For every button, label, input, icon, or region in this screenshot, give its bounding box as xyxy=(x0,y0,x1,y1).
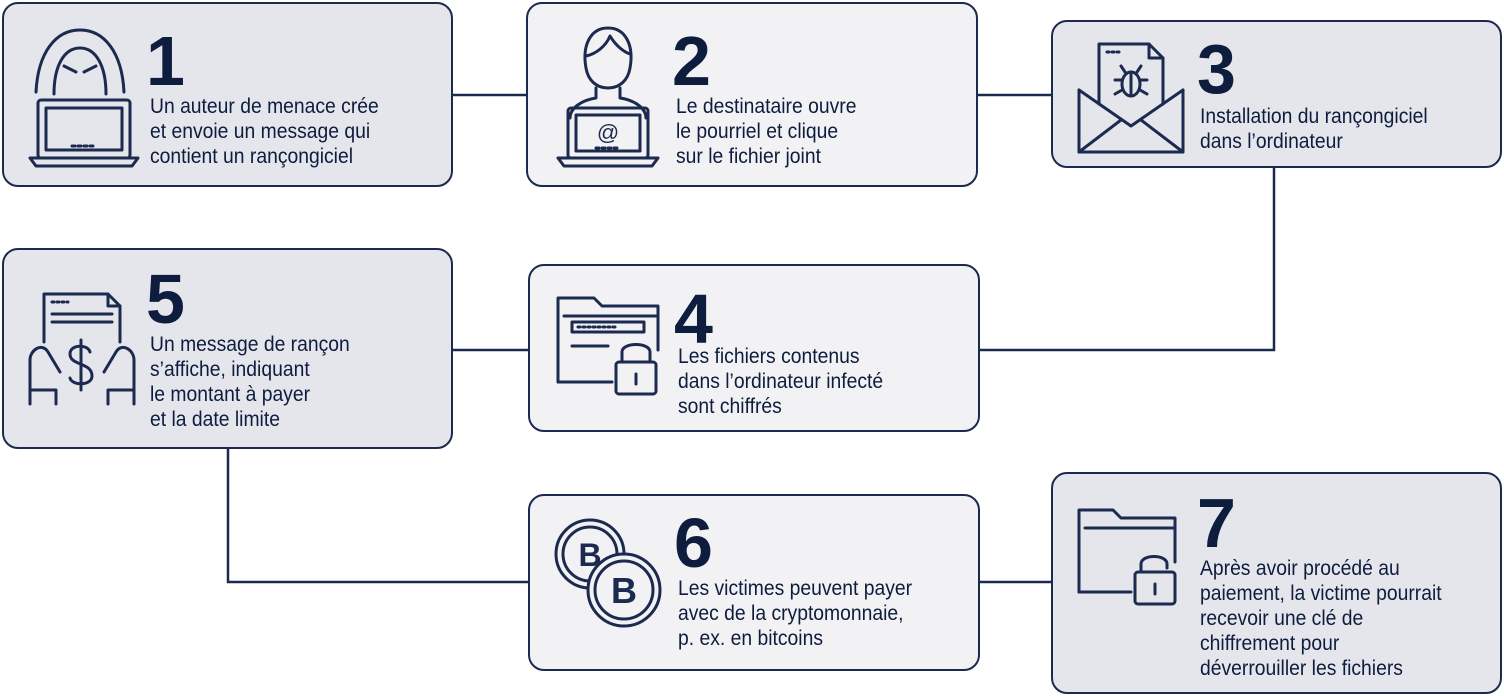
connector-3-4 xyxy=(979,168,1276,352)
svg-text:B: B xyxy=(578,537,601,573)
hacker-laptop-icon xyxy=(28,28,140,168)
step-number: 4 xyxy=(674,280,713,358)
step-7-box: 7 Après avoir procédé au paiement, la vi… xyxy=(1051,472,1502,694)
step-5-box: 5 Un message de rançon s’affiche, indiqu… xyxy=(2,248,453,449)
step-description: Installation du rançongiciel dans l’ordi… xyxy=(1200,105,1428,153)
svg-text:@: @ xyxy=(597,120,619,145)
step-description: Les fichiers contenus dans l’ordinateur … xyxy=(678,345,884,418)
bitcoin-coins-icon: B B xyxy=(554,518,662,628)
step-number: 3 xyxy=(1197,30,1236,108)
unlocked-folder-icon xyxy=(1077,508,1177,606)
step-4-box: 4 Les fichiers contenus dans l’ordinateu… xyxy=(528,264,980,432)
step-number: 2 xyxy=(672,22,711,100)
step-description: Après avoir procédé au paiement, la vict… xyxy=(1200,557,1442,680)
step-number: 7 xyxy=(1197,484,1236,562)
step-number: 1 xyxy=(146,22,185,100)
step-description: Le destinataire ouvre le pourriel et cli… xyxy=(676,95,857,168)
step-1-box: 1 Un auteur de menace crée et envoie un … xyxy=(2,2,453,187)
locked-folder-icon xyxy=(556,296,660,396)
ransom-note-dollar-icon xyxy=(28,292,136,406)
user-email-laptop-icon: @ xyxy=(556,26,660,168)
step-3-box: 3 Installation du rançongiciel dans l’or… xyxy=(1051,20,1502,168)
step-number: 6 xyxy=(674,504,713,582)
svg-text:B: B xyxy=(611,570,637,611)
step-2-box: @ 2 Le destinataire ouvre le pourriel et… xyxy=(526,2,978,187)
connector-5-6 xyxy=(226,448,529,584)
step-6-box: B B 6 Les victimes peuvent payer avec de… xyxy=(528,494,980,671)
step-description: Les victimes peuvent payer avec de la cr… xyxy=(678,577,913,650)
envelope-bug-icon xyxy=(1077,42,1185,154)
step-number: 5 xyxy=(146,260,185,338)
step-description: Un message de rançon s’affiche, indiquan… xyxy=(150,333,350,431)
step-description: Un auteur de menace crée et envoie un me… xyxy=(150,95,379,168)
